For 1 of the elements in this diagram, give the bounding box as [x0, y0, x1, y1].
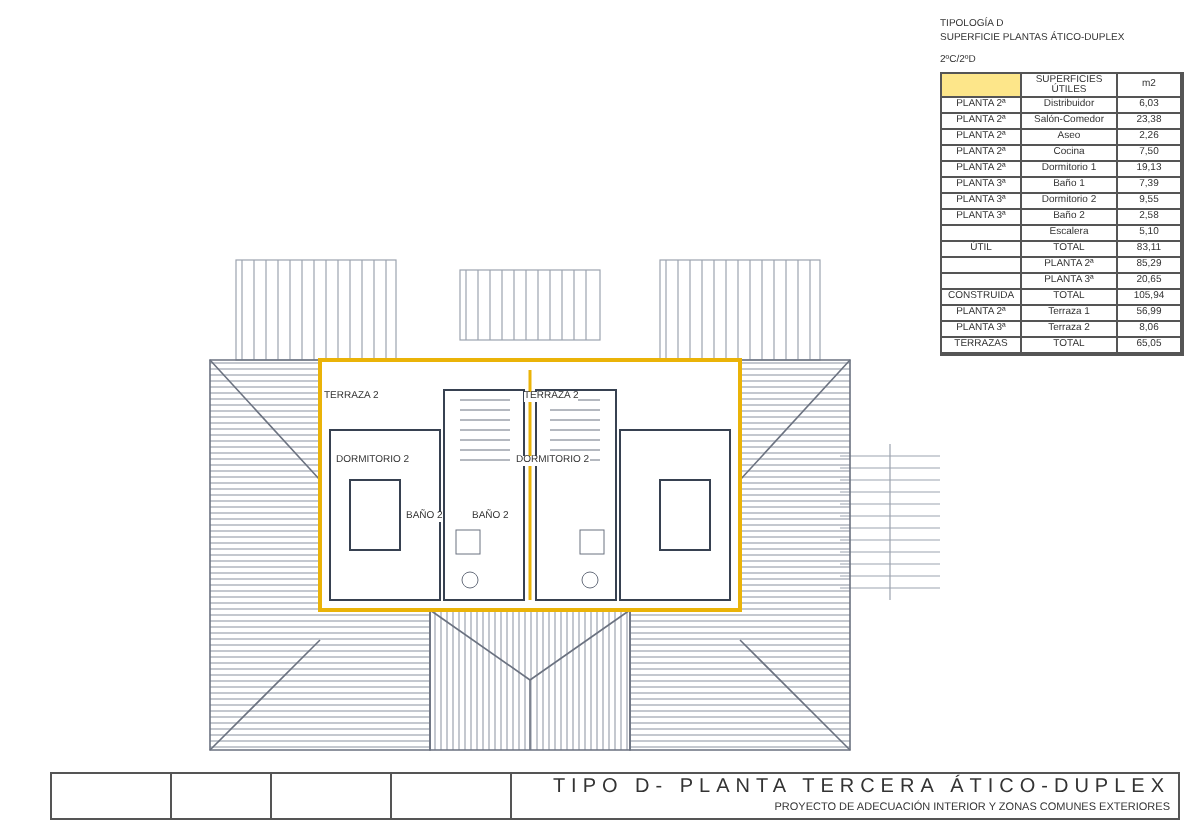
drawing-title: TIPO D- PLANTA TERCERA ÁTICO-DUPLEX — [552, 778, 1170, 798]
